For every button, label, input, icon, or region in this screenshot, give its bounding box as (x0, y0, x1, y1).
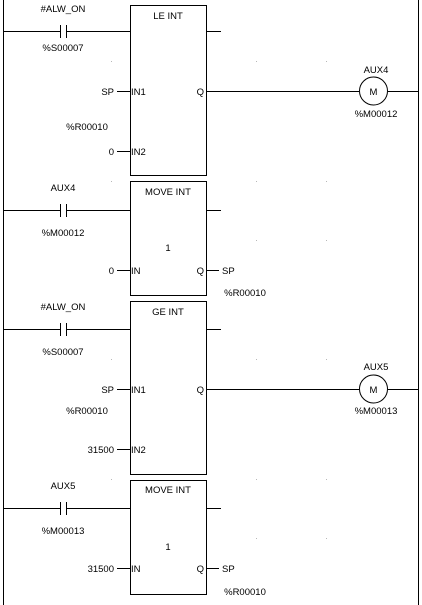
coil-tag: AUX4 (364, 65, 389, 76)
rung-2[interactable]: AUX4 %M00012 MOVE INT 1 IN Q 0 SP %R0001… (3, 181, 266, 300)
grid-dots (111, 61, 327, 539)
q-operand: SP (222, 564, 235, 575)
block-title: LE INT (153, 11, 183, 22)
coil-address: %M00012 (355, 109, 398, 120)
function-block-move-int[interactable]: MOVE INT 1 IN Q (130, 181, 222, 296)
pin-in2: IN2 (131, 147, 146, 158)
function-block-le-int[interactable]: LE INT IN1 IN2 Q (130, 5, 222, 176)
rung-3[interactable]: #ALW_ON %S00007 GE INT IN1 IN2 Q SP %R00… (3, 301, 418, 475)
contact-tag: AUX5 (51, 481, 76, 492)
pin-in1: IN1 (131, 87, 146, 98)
block-title: GE INT (152, 307, 184, 318)
contact-address: %S00007 (42, 43, 83, 54)
pin-in: IN (131, 266, 141, 277)
q-address: %R00010 (224, 587, 266, 598)
rung-4[interactable]: AUX5 %M00013 MOVE INT 1 IN Q 31500 SP %R… (3, 480, 266, 599)
contact-tag: #ALW_ON (41, 302, 86, 313)
pin-in: IN (131, 564, 141, 575)
in1-operand: SP (101, 87, 114, 98)
q-operand: SP (222, 266, 235, 277)
contact-tag: AUX4 (51, 183, 76, 194)
contact-alw-on[interactable]: #ALW_ON %S00007 (3, 302, 130, 358)
function-block-ge-int[interactable]: GE INT IN1 IN2 Q (130, 301, 222, 475)
in2-operand: 0 (109, 147, 114, 158)
function-block-move-int[interactable]: MOVE INT 1 IN Q (130, 480, 222, 595)
in1-operand: SP (101, 385, 114, 396)
coil-symbol: M (370, 87, 378, 98)
contact-aux4[interactable]: AUX4 %M00012 (3, 183, 130, 239)
pin-q: Q (197, 385, 204, 396)
contact-aux5[interactable]: AUX5 %M00013 (3, 481, 130, 537)
in-operand: 0 (109, 266, 114, 277)
pin-q: Q (197, 266, 204, 277)
coil-address: %M00013 (355, 406, 398, 417)
in1-address: %R00010 (66, 122, 108, 133)
pin-q: Q (197, 564, 204, 575)
coil-aux5[interactable]: M AUX5 %M00013 (355, 362, 398, 417)
contact-address: %S00007 (42, 347, 83, 358)
in1-address: %R00010 (66, 406, 108, 417)
block-title: MOVE INT (145, 187, 191, 198)
coil-tag: AUX5 (364, 362, 389, 373)
in2-operand: 31500 (88, 445, 114, 456)
pin-in2: IN2 (131, 445, 146, 456)
block-title: MOVE INT (145, 485, 191, 496)
pin-in1: IN1 (131, 385, 146, 396)
q-address: %R00010 (224, 288, 266, 299)
pin-q: Q (197, 87, 204, 98)
block-count: 1 (165, 243, 170, 254)
coil-aux4[interactable]: M AUX4 %M00012 (355, 65, 398, 120)
contact-tag: #ALW_ON (41, 4, 86, 15)
coil-symbol: M (370, 385, 378, 396)
contact-address: %M00012 (42, 228, 85, 239)
contact-address: %M00013 (42, 526, 85, 537)
contact-alw-on[interactable]: #ALW_ON %S00007 (3, 4, 130, 54)
block-count: 1 (165, 542, 170, 553)
in-operand: 31500 (88, 564, 114, 575)
rung-1[interactable]: #ALW_ON %S00007 LE INT IN1 IN2 Q SP %R00… (3, 4, 418, 176)
